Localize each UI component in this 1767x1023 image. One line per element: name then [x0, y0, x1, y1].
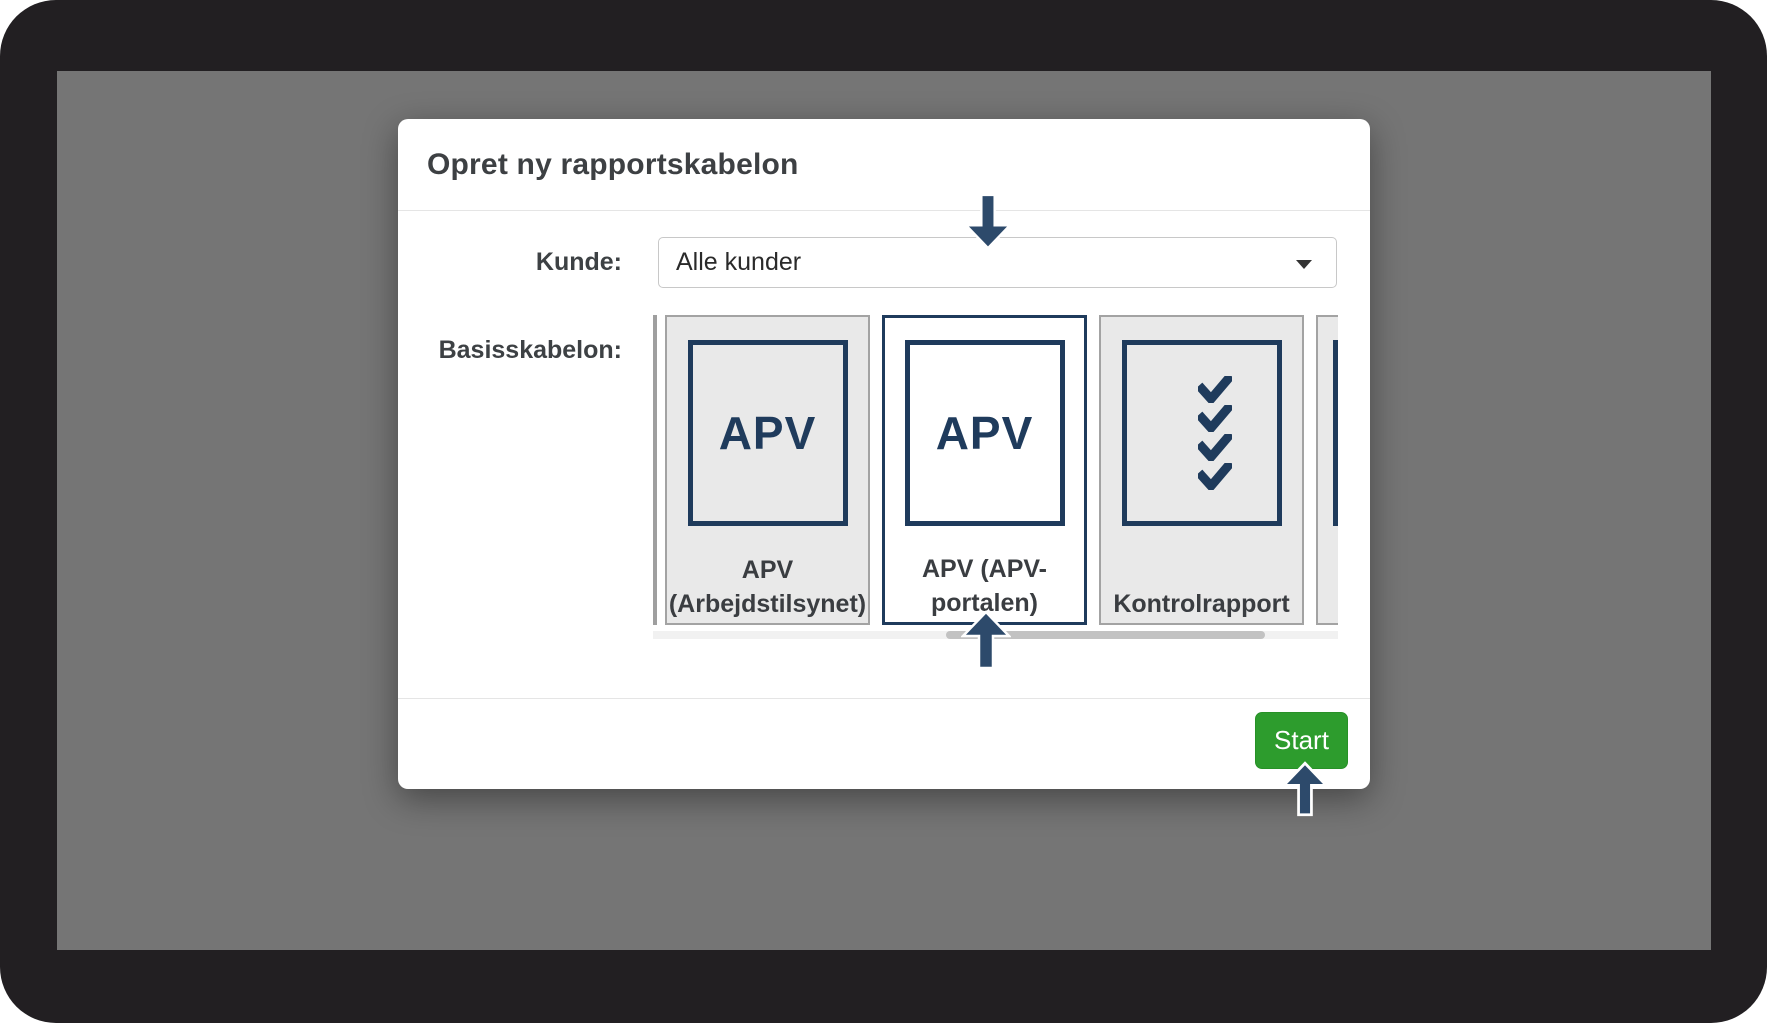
template-thumbnail — [1121, 340, 1282, 526]
template-card-kontrolrapport[interactable]: Kontrolrapport — [1099, 315, 1304, 625]
checklist-icon — [1172, 376, 1232, 490]
arrow-down-annotation-icon — [963, 193, 1013, 250]
carousel-scrollbar-thumb[interactable] — [946, 631, 1265, 639]
footer-divider — [398, 698, 1370, 699]
create-report-template-dialog: Opret ny rapportskabelon Kunde: Alle kun… — [398, 119, 1370, 817]
template-card-label: Kontrolrapport — [1101, 553, 1302, 621]
thumbnail-text: APV — [718, 407, 817, 459]
chevron-down-icon — [1296, 260, 1312, 269]
customer-select[interactable]: Alle kunder — [658, 237, 1337, 288]
template-card-partial[interactable] — [1316, 315, 1338, 625]
start-button[interactable]: Start — [1255, 712, 1348, 769]
template-thumbnail: APV — [904, 340, 1065, 526]
check-icon — [1197, 405, 1232, 432]
customer-label: Kunde: — [535, 248, 622, 276]
label-line1: APV — [741, 556, 794, 584]
previous-card-edge — [653, 315, 657, 625]
check-icon — [1197, 376, 1232, 403]
label-line2: (Arbejdstilsynet) — [668, 590, 867, 618]
template-card-label: APV (Arbejdstilsynet) — [667, 553, 868, 621]
arrow-up-start-annotation-icon — [1282, 760, 1328, 818]
check-icon — [1197, 434, 1232, 461]
dialog-title: Opret ny rapportskabelon — [427, 147, 799, 181]
template-carousel: APV APV (Arbejdstilsynet) APV APV (APV- … — [653, 313, 1338, 645]
customer-select-value: Alle kunder — [676, 248, 802, 276]
label-line2: Kontrolrapport — [1113, 590, 1290, 618]
template-card-label: APV (APV- portalen) — [885, 552, 1084, 620]
basis-template-label: Basisskabelon: — [438, 336, 622, 364]
template-card-apv-arbejdstilsynet[interactable]: APV APV (Arbejdstilsynet) — [665, 315, 870, 625]
dialog-header: Opret ny rapportskabelon — [398, 119, 1370, 211]
thumbnail-text: APV — [935, 407, 1034, 459]
template-thumbnail — [1333, 340, 1338, 526]
template-card-apv-portalen[interactable]: APV APV (APV- portalen) — [882, 315, 1087, 625]
check-icon — [1197, 463, 1232, 490]
template-thumbnail: APV — [687, 340, 848, 526]
label-line1: APV (APV- — [921, 555, 1048, 583]
arrow-up-annotation-icon — [961, 610, 1011, 670]
